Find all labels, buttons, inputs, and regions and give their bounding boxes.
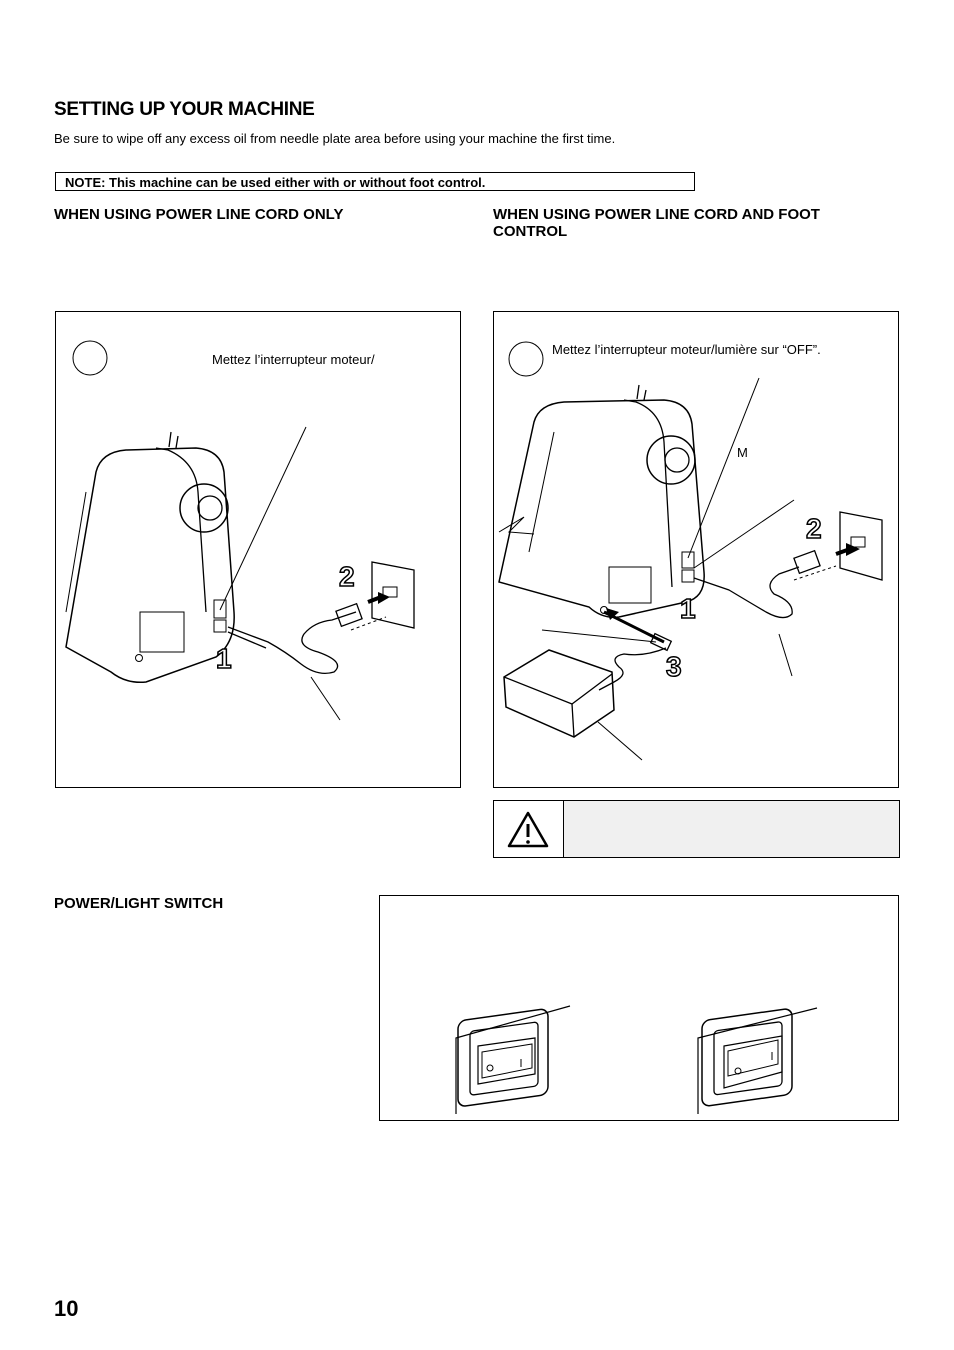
intro-text: Be sure to wipe off any excess oil from … (54, 131, 616, 146)
page-title: SETTING UP YOUR MACHINE (54, 99, 315, 120)
right-illustration-panel: 2 1 3 Mettez l’interrupteur moteur/lumiè… (493, 311, 899, 788)
foot-control-illustration: 2 1 3 (498, 341, 883, 761)
right-caption: Mettez l’interrupteur moteur/lumière sur… (552, 342, 821, 357)
step-circle (508, 341, 544, 377)
switch-illustration-panel (379, 895, 899, 1121)
left-caption: Mettez l’interrupteur moteur/ (212, 352, 375, 367)
right-heading: WHEN USING POWER LINE CORD AND FOOT CONT… (493, 206, 820, 240)
warning-icon-cell (494, 801, 564, 857)
page-number: 10 (54, 1296, 79, 1321)
power-switch-heading: POWER/LIGHT SWITCH (54, 895, 224, 912)
left-illustration-panel: 2 1 Mettez l’interrupteur moteur/ (55, 311, 461, 788)
switch-illustrations (455, 1005, 818, 1114)
step-number-2: 2 (806, 513, 822, 544)
label-m: M (737, 445, 748, 460)
step-number-3: 3 (666, 651, 682, 682)
power-cord-illustration: 2 1 (65, 340, 415, 721)
note-box: NOTE: This machine can be used either wi… (55, 172, 695, 191)
step-number-1: 1 (680, 593, 696, 624)
left-heading: WHEN USING POWER LINE CORD ONLY (54, 206, 344, 223)
right-heading-line1: WHEN USING POWER LINE CORD AND FOOT (493, 206, 820, 223)
warning-box (493, 800, 900, 858)
right-heading-line2: CONTROL (493, 223, 568, 240)
step-circle (72, 340, 108, 376)
step-number-1: 1 (216, 643, 232, 674)
step-number-2: 2 (339, 561, 355, 592)
warning-triangle-icon (507, 811, 549, 848)
